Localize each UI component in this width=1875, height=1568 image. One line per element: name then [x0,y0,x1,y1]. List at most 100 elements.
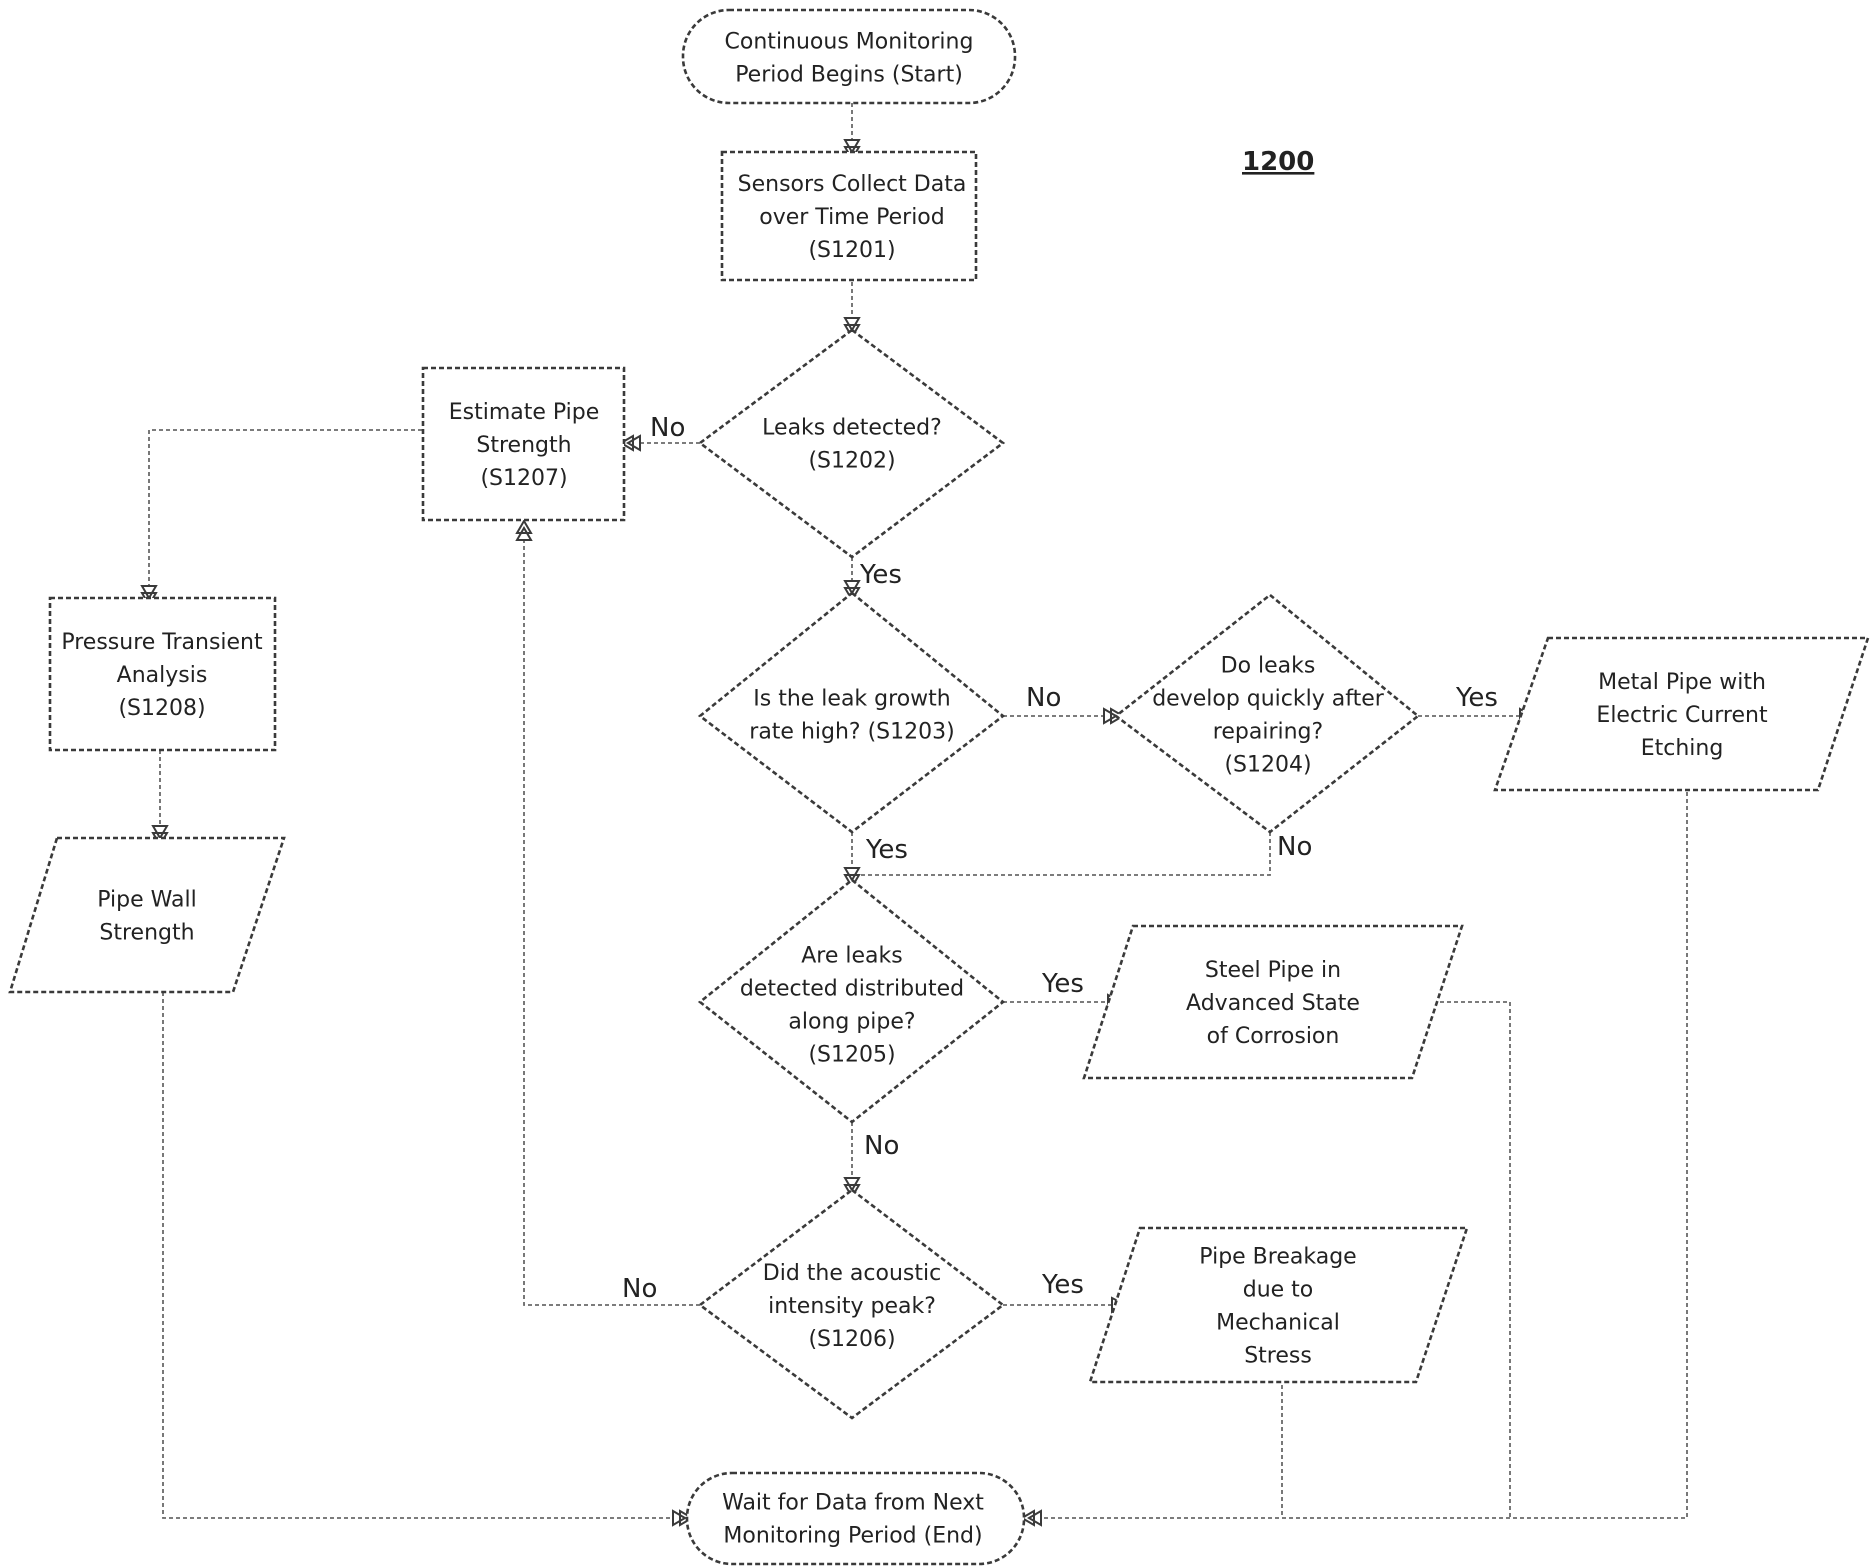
s1202-yes-label: Yes [859,560,902,590]
s1203-label-line: Is the leak growth [753,687,950,712]
s1202-label-line: Leaks detected? [762,416,942,441]
s1206-decision [697,1188,1006,1420]
s1207-label-line: (S1207) [480,466,567,491]
metal-pipe-label-line: Metal Pipe with [1598,670,1766,695]
s1208-label-line: Pressure Transient [61,630,263,655]
steel-pipe-label-line: Steel Pipe in [1205,958,1341,983]
breakage-data [1088,1226,1469,1384]
connectors [148,103,1688,1519]
steel-pipe-data [1082,924,1464,1080]
edge-steel-to-end [1433,1001,1511,1518]
s1207-process [421,366,626,522]
wall-strength-label-line: Strength [99,921,194,946]
metal-pipe-data [1493,636,1870,792]
s1204-label-line: repairing? [1213,720,1323,745]
s1208-label-line: (S1208) [118,696,205,721]
wall-strength-data [8,836,286,994]
arrowhead-s1207-from-s1206 [515,519,533,541]
s1206-label: Did the acoustic intensity peak? (S1206) [763,1261,941,1352]
s1207-label-line: Estimate Pipe [449,400,600,425]
breakage-label-line: due to [1243,1278,1314,1303]
s1205-decision [697,878,1006,1124]
end-label-line: Wait for Data from Next [722,1491,984,1516]
metal-pipe-label-line: Electric Current [1596,703,1768,728]
s1204-no-label: No [1277,832,1312,862]
metal-pipe-label-line: Etching [1641,736,1724,761]
s1202-node: Leaks detected? (S1202) [697,328,1006,559]
s1206-no-label: No [622,1274,657,1304]
s1203-no-label: No [1026,683,1061,713]
s1201-label: Sensors Collect Data over Time Period (S12… [738,172,967,263]
end-terminator [685,1471,1026,1566]
s1204-yes-label: Yes [1455,683,1498,713]
edge-labels: No Yes No Yes Yes No Yes No Yes No [622,413,1498,1304]
start-label-line: Period Begins (Start) [735,63,963,88]
edge-s1207-to-s1208 [148,429,422,596]
edge-wall-to-end [162,992,683,1519]
s1204-label-line: (S1204) [1224,753,1311,778]
s1206-yes-label: Yes [1041,1270,1084,1300]
breakage-label-line: Mechanical [1216,1311,1340,1336]
figure-ref-label: 1200 [1242,147,1314,177]
arrowhead-s1205 [843,867,861,889]
breakage-label-line: Stress [1244,1344,1312,1369]
s1201-label-line: (S1201) [808,238,895,263]
s1205-yes-label: Yes [1041,969,1084,999]
s1202-no-label: No [650,413,685,443]
s1201-process [720,150,978,282]
s1208-process [48,596,277,752]
s1207-label-line: Strength [476,433,571,458]
s1206-label-line: Did the acoustic [763,1261,941,1286]
s1205-no-label: No [864,1131,899,1161]
s1203-decision [697,591,1006,834]
arrowhead-s1204 [1103,707,1125,725]
s1206-label-line: (S1206) [808,1327,895,1352]
s1202-label-line: (S1202) [808,449,895,474]
s1205-label-line: Are leaks [801,944,902,969]
s1201-node: Sensors Collect Data over Time Period (S12… [720,150,978,282]
s1208-label-line: Analysis [117,663,208,688]
s1204-label: Do leaks develop quickly after repairing? (… [1152,654,1385,778]
s1202-decision [697,328,1006,559]
s1201-label-line: Sensors Collect Data [738,172,967,197]
edge-metal-to-end [1031,792,1688,1519]
s1206-node: Did the acoustic intensity peak? (S1206) [697,1188,1006,1420]
s1205-label-line: (S1205) [808,1043,895,1068]
s1205-label-line: detected distributed [740,977,964,1002]
s1203-yes-label: Yes [865,835,908,865]
s1204-label-line: develop quickly after [1152,687,1385,712]
arrowhead-end-right [1020,1509,1042,1527]
breakage-label-line: Pipe Breakage [1199,1245,1356,1270]
wall-strength-label-line: Pipe Wall [97,888,196,913]
end-label-line: Monitoring Period (End) [723,1524,982,1549]
s1201-label-line: over Time Period [759,205,945,230]
arrowheads [140,139,1541,1527]
s1204-decision [1113,593,1421,834]
edge-s1206-no-to-s1207 [523,524,700,1306]
steel-pipe-label-line: Advanced State [1186,991,1360,1016]
s1204-label-line: Do leaks [1221,654,1316,679]
arrowhead-s1203 [843,580,861,602]
arrowhead-s1207-from-s1202 [619,434,641,452]
s1206-label-line: intensity peak? [768,1294,936,1319]
edge-s1204-no-to-s1205 [852,832,1271,876]
s1202-label: Leaks detected? (S1202) [762,416,942,474]
start-label-line: Continuous Monitoring [725,30,974,55]
